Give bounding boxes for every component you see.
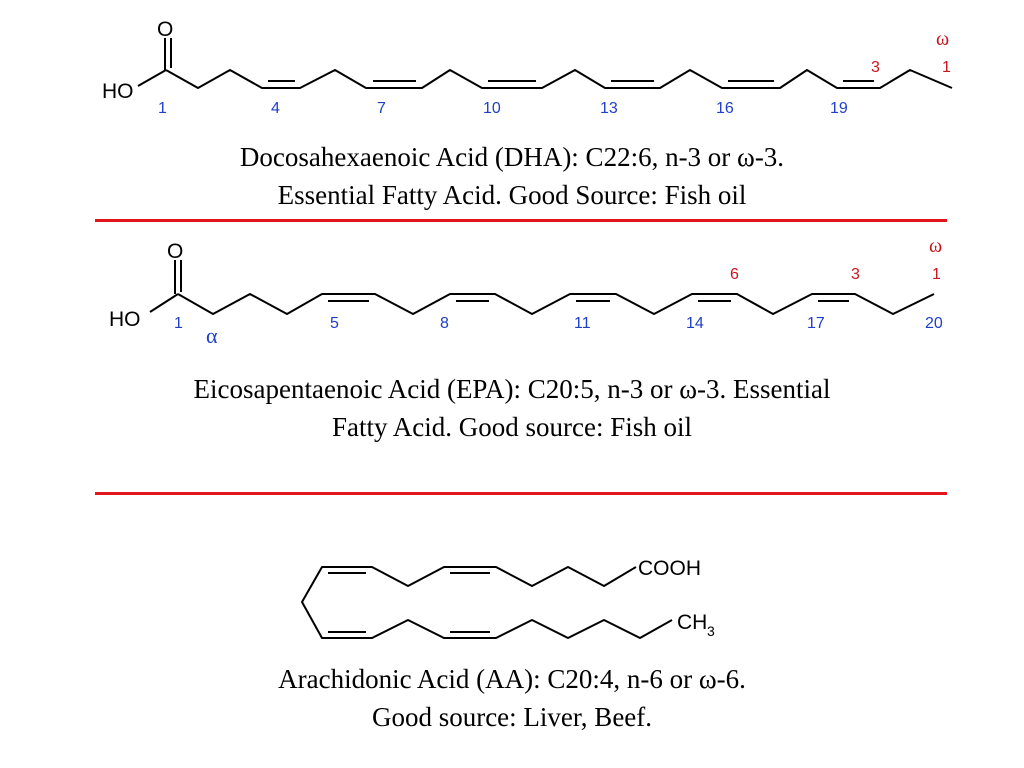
epa-carbon-number: 17 <box>807 315 825 332</box>
dha-caption: Docosahexaenoic Acid (DHA): C22:6, n-3 o… <box>40 138 984 214</box>
epa-caption-line1: Eicosapentaenoic Acid (EPA): C20:5, n-3 … <box>193 374 831 404</box>
dha-caption-line1: Docosahexaenoic Acid (DHA): C22:6, n-3 o… <box>239 142 785 172</box>
dha-bonds <box>137 38 953 89</box>
dha-carbon-number: 4 <box>271 100 280 117</box>
aa-caption: Arachidonic Acid (AA): C20:4, n-6 or ω-6… <box>40 660 984 736</box>
dha-caption-line2: Essential Fatty Acid. Good Source: Fish … <box>277 180 747 210</box>
epa-omega-number: 6 <box>730 266 739 283</box>
dha-hydroxyl-bond <box>137 69 167 87</box>
epa-caption: Eicosapentaenoic Acid (EPA): C20:5, n-3 … <box>40 370 984 446</box>
aa-methyl-subscript: 3 <box>707 623 715 639</box>
epa-carbon-number: 14 <box>686 315 704 332</box>
epa-alpha-symbol: α <box>206 323 218 348</box>
epa-oxygen-label: O <box>167 240 183 263</box>
epa-carbon-number: 8 <box>440 315 449 332</box>
epa-structure: O HO 1 α 5 8 11 14 17 20 6 3 1 ω <box>109 235 943 348</box>
epa-carbon-number: 5 <box>330 315 339 332</box>
dha-hydroxyl-label: HO <box>102 80 134 103</box>
aa-methyl-label: CH <box>677 611 707 634</box>
aa-caption-line1: Arachidonic Acid (AA): C20:4, n-6 or ω-6… <box>278 664 746 694</box>
dha-omega-symbol: ω <box>936 28 949 50</box>
dha-structure: O HO 1 4 7 10 13 16 19 3 1 ω <box>102 18 953 117</box>
dha-carbon-number: 7 <box>377 100 386 117</box>
dha-carbon-number: 1 <box>158 100 167 117</box>
epa-carbon-number: 20 <box>925 315 943 332</box>
dha-carbon-number: 19 <box>830 100 848 117</box>
epa-omega-number: 1 <box>932 266 941 283</box>
epa-omega-number: 3 <box>851 266 860 283</box>
aa-chain <box>301 566 673 639</box>
dha-carbon-number: 16 <box>716 100 734 117</box>
dha-omega-number: 1 <box>942 59 951 76</box>
divider-top <box>95 219 947 222</box>
aa-structure: COOH CH 3 <box>301 557 715 639</box>
aa-bonds <box>301 566 673 639</box>
epa-carbon-number: 11 <box>574 315 591 332</box>
epa-hydroxyl-label: HO <box>109 308 141 331</box>
dha-omega-number: 3 <box>871 59 880 76</box>
epa-bonds <box>149 260 935 315</box>
dha-chain <box>165 69 953 89</box>
dha-carbon-number: 13 <box>600 100 618 117</box>
epa-omega-symbol: ω <box>929 235 942 257</box>
aa-carboxyl-label: COOH <box>638 557 701 580</box>
dha-carbon-number: 10 <box>483 100 501 117</box>
epa-caption-line2: Fatty Acid. Good source: Fish oil <box>332 412 692 442</box>
divider-bottom <box>95 492 947 495</box>
epa-carbon-number: 1 <box>174 315 183 332</box>
epa-chain <box>177 293 935 315</box>
epa-hydroxyl-bond <box>149 293 179 313</box>
dha-oxygen-label: O <box>157 18 173 41</box>
aa-caption-line2: Good source: Liver, Beef. <box>371 702 653 732</box>
